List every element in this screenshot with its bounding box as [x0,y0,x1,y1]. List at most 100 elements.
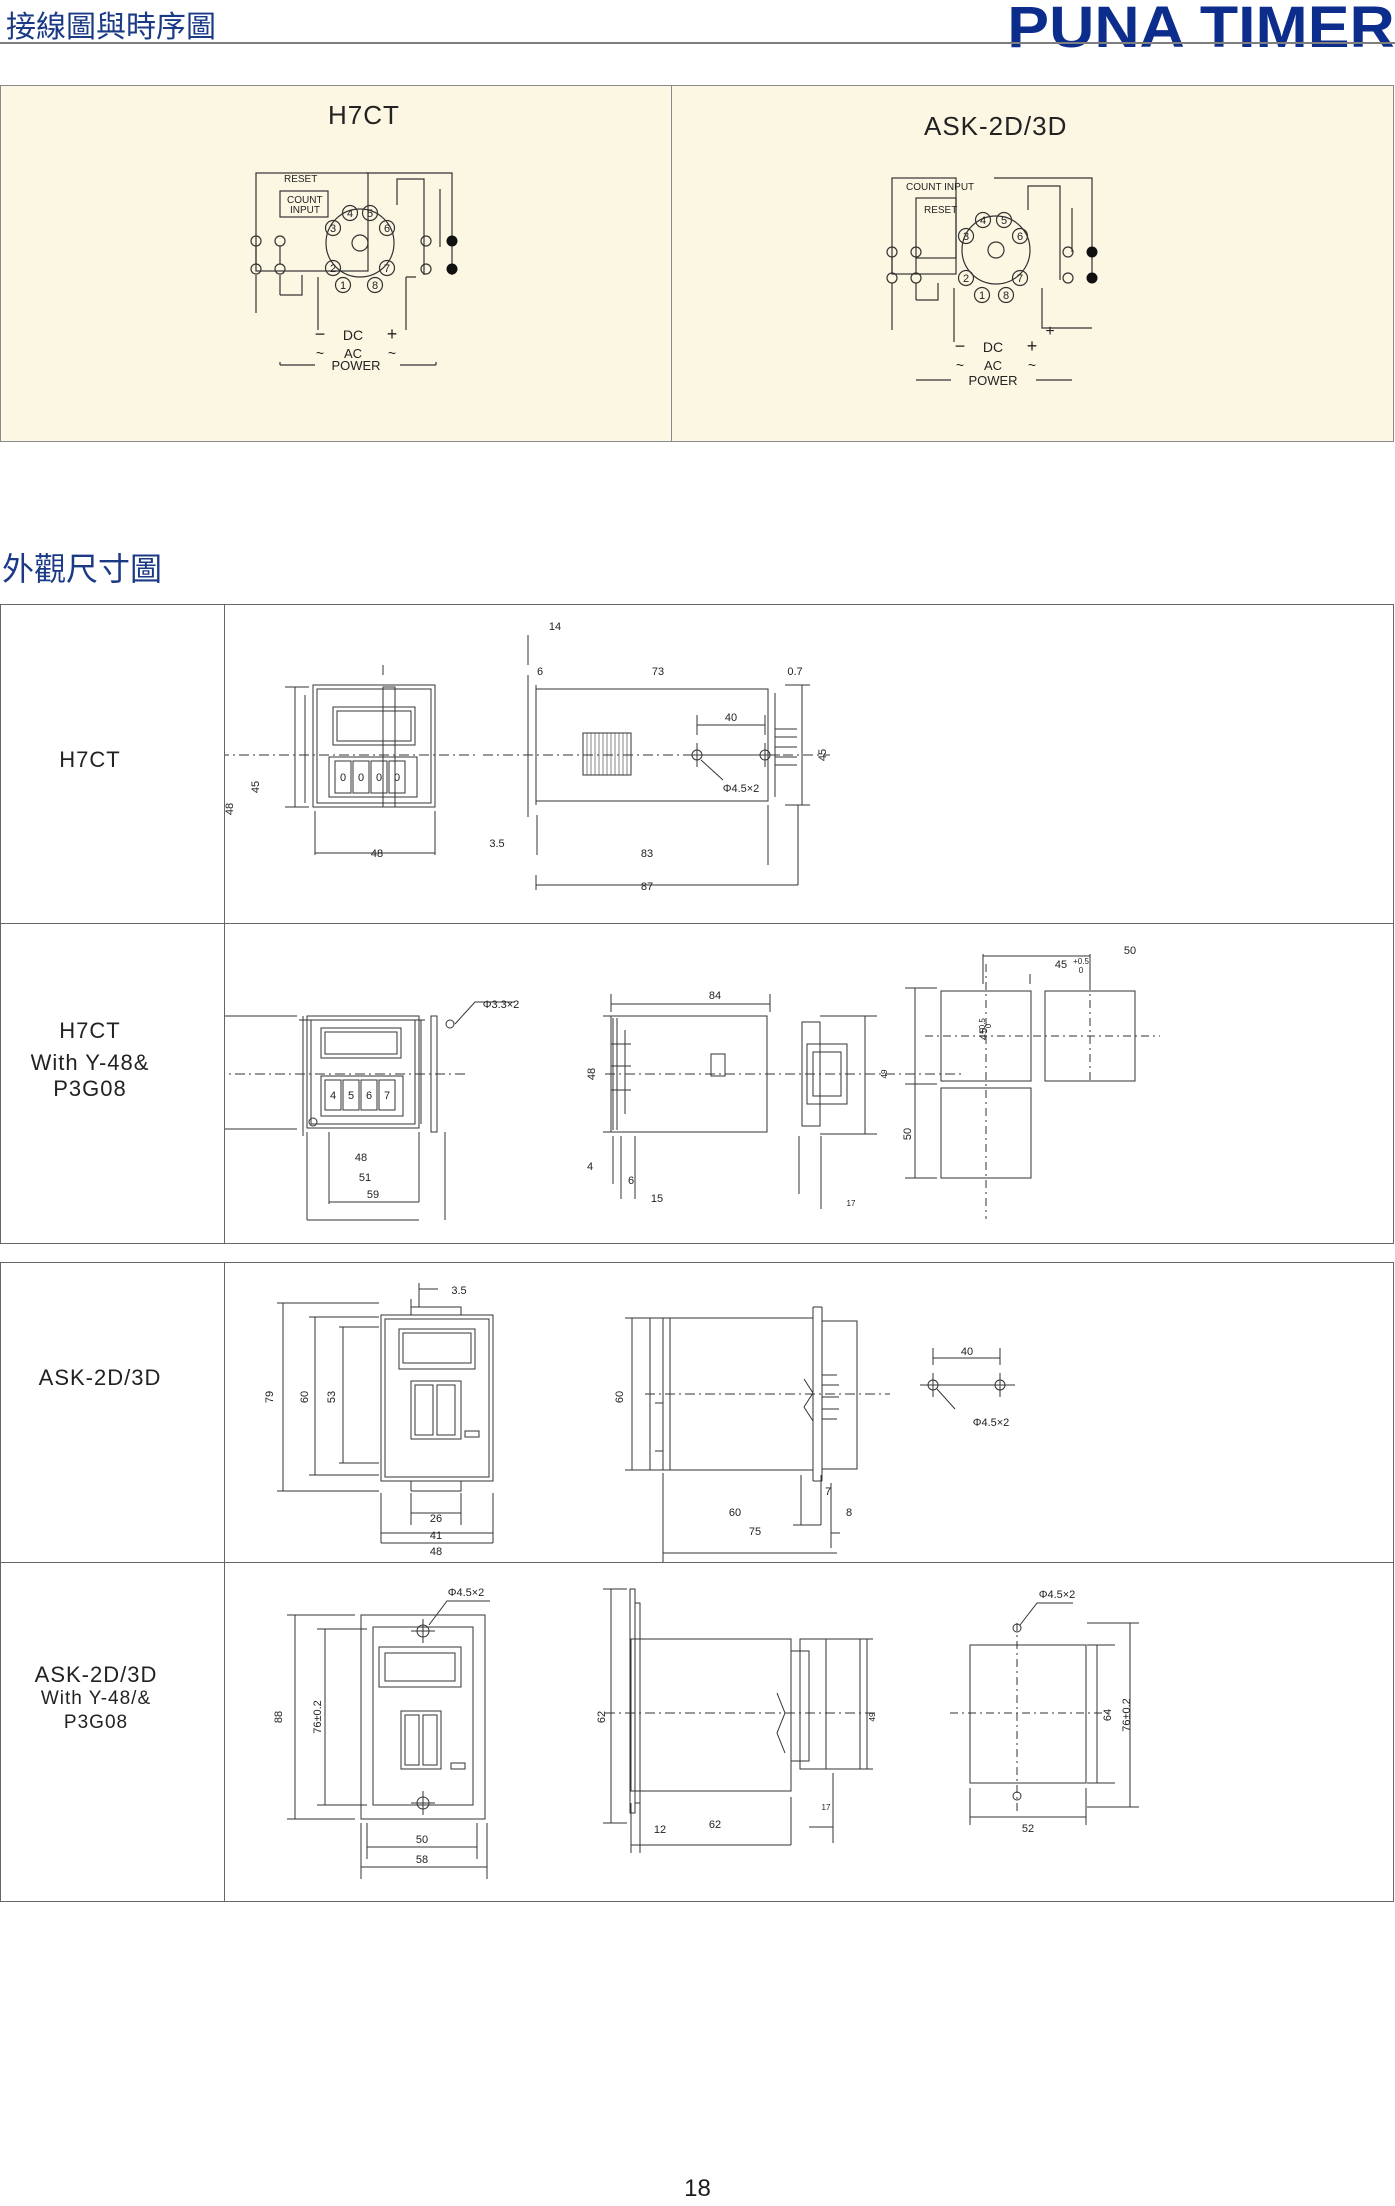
svg-text:~: ~ [956,357,964,373]
svg-text:+: + [387,324,398,344]
socket-base [961,215,1031,285]
switch-digit: 0 [340,772,346,784]
pin-7 [378,259,396,277]
svg-text:48: 48 [586,1068,598,1080]
dimensions-section-title: 外觀尺寸圖 [2,550,163,588]
svg-text:5: 5 [1001,215,1007,227]
pin-7 [1011,269,1029,287]
svg-text:RESET: RESET [284,174,317,185]
svg-text:Φ3.3×2: Φ3.3×2 [483,999,520,1011]
front-view [360,1614,486,1820]
svg-text:17: 17 [847,1199,856,1208]
page-number: 18 [684,2175,711,2202]
svg-text:RESET: RESET [924,205,957,216]
svg-text:6: 6 [384,223,390,235]
svg-text:5: 5 [367,208,373,220]
header-rule [0,42,1395,44]
svg-text:3: 3 [963,231,969,243]
svg-text:49: 49 [880,1069,889,1078]
svg-text:49: 49 [868,1712,877,1721]
wiring-title-h7ct: H7CT [328,100,400,130]
count-input-box [279,190,329,218]
svg-text:75: 75 [749,1526,761,1538]
digit-switches [320,1075,404,1117]
pin-2 [324,259,342,277]
digit-switches [410,1380,462,1440]
svg-text:6: 6 [1017,231,1023,243]
svg-text:~: ~ [316,345,324,361]
svg-text:45: 45 [817,749,829,761]
svg-text:7: 7 [825,1486,831,1498]
wiring-panel-divider [671,85,672,442]
svg-text:83: 83 [641,848,653,860]
wiring-title-ask: ASK-2D/3D [924,111,1068,141]
side-bezel [382,686,396,808]
wiring-diagram-ask: 4 5 3 6 2 7 1 8 COUNT INPUT RESET + − DC… [886,177,1098,388]
svg-text:88: 88 [273,1711,285,1723]
svg-text:8: 8 [372,280,378,292]
switch-digit: 5 [348,1090,354,1102]
svg-text:−: − [315,324,326,344]
svg-text:48: 48 [355,1152,367,1164]
svg-text:+0.5: +0.5 [978,1018,987,1034]
svg-text:6: 6 [537,666,543,678]
pin-1 [334,276,352,294]
pin-8 [366,276,384,294]
svg-text:7: 7 [384,263,390,275]
svg-text:7: 7 [1017,273,1023,285]
table-row-divider [0,1562,1394,1563]
svg-text:3.5: 3.5 [451,1285,466,1297]
svg-text:COUNT: COUNT [287,195,323,206]
svg-text:4: 4 [347,208,353,220]
svg-text:14: 14 [549,621,561,633]
reset-box [915,197,957,259]
svg-text:8: 8 [1003,290,1009,302]
row-label-ask-y48: ASK-2D/3D With Y-48/& P3G08 [34,1662,158,1734]
svg-text:62: 62 [596,1711,608,1723]
svg-text:60: 60 [614,1391,626,1403]
svg-text:2: 2 [963,273,969,285]
svg-text:76±0.2: 76±0.2 [312,1700,324,1734]
svg-text:DC: DC [983,339,1003,355]
panel-cutout [969,1644,1087,1784]
svg-text:45: 45 [1055,959,1067,971]
brand-logo: PUNA TIMER [1007,0,1395,60]
pin-4 [974,211,992,229]
svg-text:−: − [955,336,966,356]
svg-text:48: 48 [430,1546,442,1558]
pin-6 [1011,227,1029,245]
svg-text:6: 6 [628,1175,634,1187]
svg-text:4: 4 [587,1161,593,1173]
socket-base [325,208,395,278]
svg-text:~: ~ [388,345,396,361]
svg-text:Φ4.5×2: Φ4.5×2 [1039,1589,1076,1601]
svg-text:+: + [1027,336,1038,356]
svg-text:64: 64 [1102,1709,1114,1721]
svg-text:0: 0 [1079,966,1084,975]
svg-text:79: 79 [264,1391,276,1403]
svg-text:40: 40 [961,1346,973,1358]
svg-text:0.7: 0.7 [787,666,802,678]
svg-text:58: 58 [416,1854,428,1866]
svg-text:40: 40 [725,712,737,724]
svg-text:45: 45 [978,1028,990,1040]
svg-text:Φ4.5×2: Φ4.5×2 [448,1587,485,1599]
svg-text:73: 73 [652,666,664,678]
pin-2 [957,269,975,287]
display-window [332,706,416,746]
front-view [306,1015,420,1129]
display-window [398,1328,476,1370]
svg-text:48: 48 [225,803,236,815]
svg-text:50: 50 [416,1834,428,1846]
svg-text:4: 4 [980,215,986,227]
svg-text:AC: AC [344,346,362,361]
svg-text:53: 53 [326,1391,338,1403]
drawings-ask-y48: Φ4.5×2 88 76±0.2 50 58 62 49 12 62 17 Φ4… [273,1587,1139,1879]
svg-text:AC: AC [984,358,1002,373]
svg-text:~: ~ [1028,357,1036,373]
front-view [380,1314,494,1482]
switch-digit: 0 [394,772,400,784]
row-label-h7ct-y48: H7CT With Y-48& P3G08 [30,1018,150,1101]
svg-text:60: 60 [729,1507,741,1519]
